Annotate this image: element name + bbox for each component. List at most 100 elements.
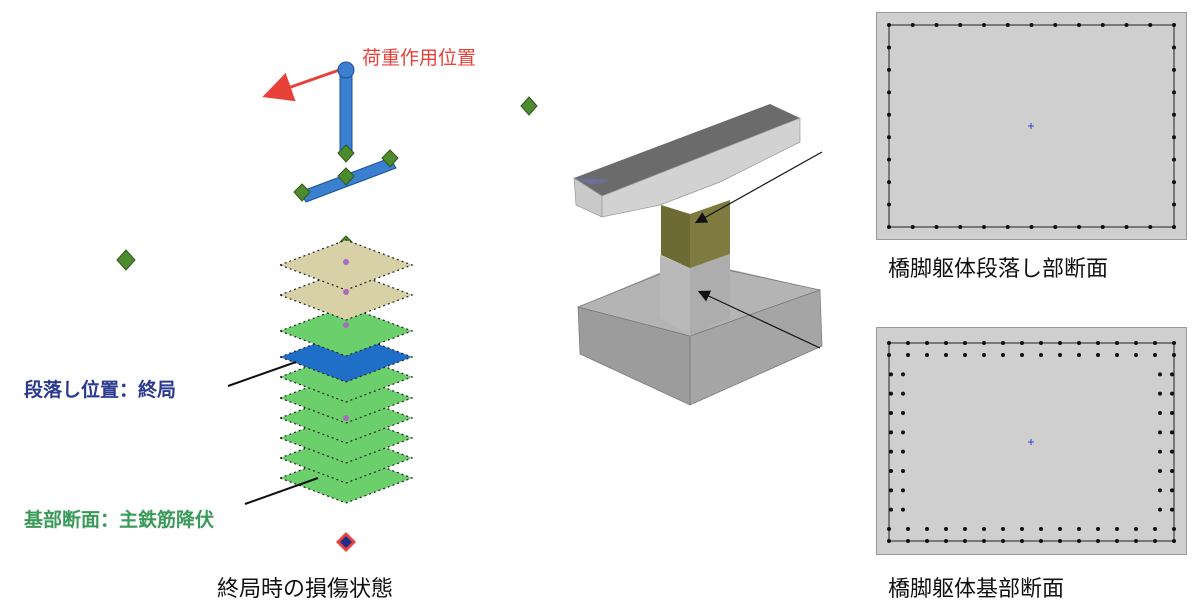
rebar-dot [1077,527,1081,531]
rebar-dot [1096,527,1100,531]
rebar-dot [982,353,986,357]
rebar-dot [1134,353,1138,357]
rebar-dot [958,23,963,27]
rebar-dot [925,527,929,531]
rebar-dot [1158,469,1162,473]
rebar-dot [1170,391,1174,396]
rebar-dot [889,391,893,396]
rebar-dot [1039,527,1043,531]
rebar-dot [982,341,986,345]
rebar-dot [901,449,905,454]
rebar-dot [1005,23,1010,27]
rebar-dot [1058,539,1062,543]
rebar-dot [1039,539,1043,543]
rebar-dot [887,353,891,357]
rebar-dot [1158,391,1162,396]
rebar-dot [1172,341,1176,345]
rebar-dot [1001,353,1005,357]
rebar-dot [889,507,893,512]
rebar-dot [1058,527,1062,531]
rebar-dot [901,430,905,435]
rebar-dot [1115,539,1119,543]
rebar-dot [1020,539,1024,543]
rebar-dot [982,23,986,27]
rebar-dot [944,353,948,357]
rebar-dot [1172,23,1176,27]
base-leader [244,477,319,505]
rebar-dot [901,372,905,377]
rebar-dot [910,225,915,229]
rebar-dot [1053,225,1058,229]
node-markers [116,96,538,271]
rebar-dot [887,539,891,543]
rebar-dot [901,488,905,493]
rebar-dot [906,353,910,357]
rebar-dot [1158,372,1162,377]
rebar-dot [1153,341,1157,345]
rebar-dot [944,341,948,345]
rebar-dot [1058,353,1062,357]
rebar-dot [1077,353,1081,357]
rebar-dot [1172,67,1176,72]
rebar-dot [1077,23,1081,27]
rebar-dot [1172,527,1176,531]
rebar-dot [944,539,948,543]
rebar-dot [1100,23,1105,27]
rebar-dot [1115,527,1119,531]
rebar-dot [934,23,939,27]
rebar-dot [887,90,891,95]
rebar-dot [1170,411,1174,415]
rebar-dot [1170,507,1174,512]
load-arrow [262,66,346,102]
rebar-dot [1115,353,1119,357]
rebar-dot [1153,353,1157,357]
rebar-dot [889,488,893,493]
rebar-dot [906,341,910,345]
rebar-dot [1020,353,1024,357]
rebar-dot [1124,225,1129,229]
rebar-dot [889,469,893,473]
base-section-panel [876,327,1187,555]
rebar-dot [887,135,891,140]
rebar-dot [1172,90,1176,95]
rebar-dot [1096,353,1100,357]
rebar-dot [1124,23,1129,27]
rebar-dot [1170,372,1174,377]
rebar-dot [1158,430,1162,435]
rebar-dot [1115,341,1119,345]
base-section-drawing [887,341,1176,543]
rebar-dot [1172,353,1176,357]
rebar-dot [901,391,905,396]
rebar-dot [1153,527,1157,531]
rebar-dot [963,341,967,345]
rebar-dot [1005,225,1010,229]
rebar-dot [1039,353,1043,357]
rebar-dot [1158,449,1162,454]
rebar-dot [925,539,929,543]
rebar-dot [1029,225,1034,229]
rebar-dot [887,180,891,185]
rebar-dot [1158,507,1162,512]
rebar-dot [1170,469,1174,473]
rebar-dot [1172,225,1176,229]
rebar-dot [887,112,891,117]
rebar-dot [982,225,986,229]
rebar-dot [889,430,893,435]
rebar-dot [1001,527,1005,531]
rebar-dot [963,539,967,543]
rebar-dot [1053,23,1058,27]
cutoff-section-panel [876,12,1187,240]
rebar-dot [1153,539,1157,543]
rebar-dot [889,411,893,415]
rebar-dot [887,23,891,27]
rebar-dot [887,202,891,207]
rebar-dot [1077,341,1081,345]
rebar-dot [906,539,910,543]
rebar-dot [887,527,891,531]
rebar-dot [1077,539,1081,543]
rebar-dot [887,45,891,50]
load-position-label: 荷重作用位置 [362,47,477,69]
rebar-dot [958,225,963,229]
rebar-dot [1096,341,1100,345]
